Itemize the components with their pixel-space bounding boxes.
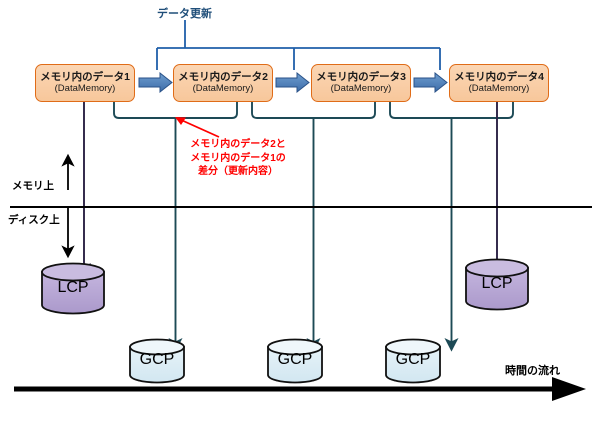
gcp-2-label: GCP	[278, 351, 313, 368]
memory-box-1-subtitle: (DataMemory)	[54, 83, 116, 95]
transition-arrow-1	[138, 71, 173, 94]
lcp-left-label: LCP	[57, 279, 88, 296]
checkpoint-lcp-right: LCP	[465, 258, 529, 311]
diff-annotation-line2: メモリ内のデータ1の	[190, 152, 286, 164]
data-update-bracket	[156, 20, 441, 70]
diff-bracket-1-2	[113, 102, 238, 352]
transition-arrow-3	[413, 71, 448, 94]
memory-box-2-title: メモリ内のデータ2	[178, 71, 268, 84]
memory-box-3-title: メモリ内のデータ3	[316, 71, 406, 84]
time-axis-arrow	[14, 377, 586, 401]
annotation-leader-line	[175, 117, 220, 138]
memory-box-4[interactable]: メモリ内のデータ4 (DataMemory)	[449, 64, 549, 102]
disk-side-label: ディスク上	[8, 214, 60, 226]
lcp-right-label: LCP	[481, 275, 512, 292]
diff-bracket-2-3	[251, 102, 376, 352]
checkpoint-lcp-left: LCP	[41, 262, 105, 315]
diff-bracket-3-4	[389, 102, 514, 352]
diff-annotation-line1: メモリ内のデータ2と	[190, 139, 286, 150]
checkpoint-gcp-3: GCP	[385, 338, 441, 384]
memory-box-2[interactable]: メモリ内のデータ2 (DataMemory)	[173, 64, 273, 102]
memory-box-4-title: メモリ内のデータ4	[454, 71, 544, 84]
checkpoint-gcp-1: GCP	[129, 338, 185, 384]
memory-box-3[interactable]: メモリ内のデータ3 (DataMemory)	[311, 64, 411, 102]
checkpoint-gcp-2: GCP	[267, 338, 323, 384]
diff-annotation-line3: 差分（更新内容）	[198, 166, 278, 177]
memory-side-label: メモリ上	[12, 180, 54, 192]
memory-box-3-subtitle: (DataMemory)	[330, 83, 392, 95]
memory-box-4-subtitle: (DataMemory)	[468, 83, 530, 95]
gcp-3-label: GCP	[396, 351, 431, 368]
diff-annotation: メモリ内のデータ2と メモリ内のデータ1の 差分（更新内容）	[158, 138, 318, 179]
memory-disk-boundary	[10, 153, 592, 259]
transition-arrow-2	[275, 71, 310, 94]
data-update-label: データ更新	[157, 8, 212, 20]
memory-box-1[interactable]: メモリ内のデータ1 (DataMemory)	[35, 64, 135, 102]
memory-box-2-subtitle: (DataMemory)	[192, 83, 254, 95]
time-axis-label: 時間の流れ	[505, 365, 560, 377]
gcp-1-label: GCP	[140, 351, 175, 368]
memory-box-1-title: メモリ内のデータ1	[40, 71, 130, 84]
